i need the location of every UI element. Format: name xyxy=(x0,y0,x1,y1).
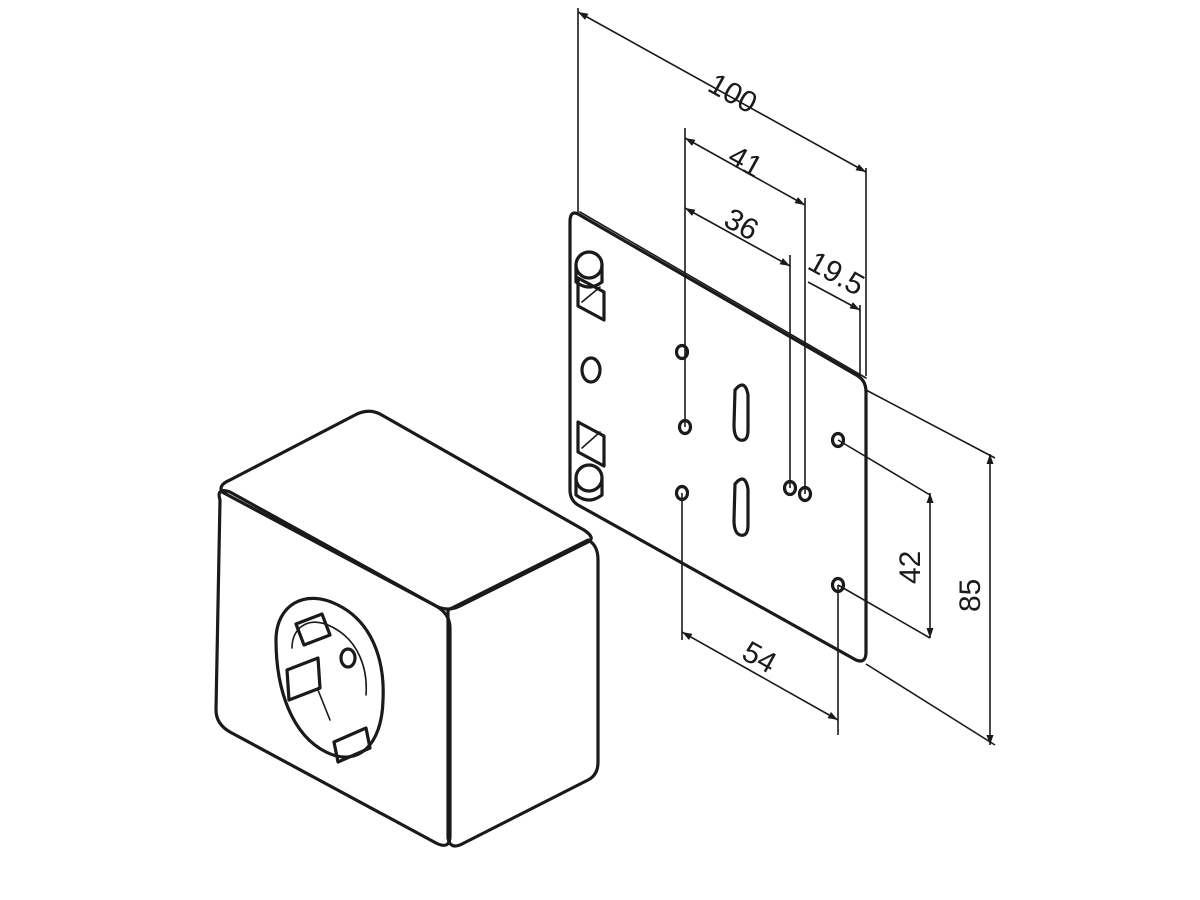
socket-outlet xyxy=(274,596,385,764)
socket-shadow-line xyxy=(317,689,331,721)
square-cutout-bottom xyxy=(576,420,606,468)
pin-top-icon xyxy=(574,250,604,280)
label-inner-hole-spacing: 36 xyxy=(719,202,764,247)
plate-left-features xyxy=(574,250,606,502)
dim-line-horizontal-hole-spacing xyxy=(681,631,839,721)
center-hole-left xyxy=(580,356,602,384)
box-top-face xyxy=(219,409,593,611)
socket-pin-hole xyxy=(339,647,357,669)
slot-lower xyxy=(732,477,750,537)
socket-earth-clip-left xyxy=(285,656,322,702)
dim-line-edge-offset xyxy=(807,281,861,311)
socket-box xyxy=(214,409,600,848)
dimension-lines xyxy=(577,8,996,746)
label-outer-hole-spacing: 41 xyxy=(723,139,768,184)
ext-plate-bottom-right xyxy=(865,663,996,746)
hole-f xyxy=(830,431,846,449)
dim-line-outer-hole-spacing xyxy=(684,137,806,206)
ext-hole-f-right xyxy=(837,439,931,496)
label-vertical-hole-spacing: 42 xyxy=(894,551,927,584)
mounting-holes xyxy=(674,343,846,594)
socket-earth-clip-top xyxy=(294,612,332,647)
mounting-plate xyxy=(568,211,868,663)
pin-bottom-body xyxy=(574,476,604,502)
ext-hole-g-right xyxy=(837,584,931,639)
slot-upper xyxy=(732,383,750,442)
square-cutout-top-inner xyxy=(581,286,601,303)
socket-recess-outer xyxy=(274,596,385,759)
label-edge-offset: 19.5 xyxy=(803,245,870,302)
square-cutout-bottom-inner xyxy=(581,431,601,449)
label-horizontal-hole-spacing: 54 xyxy=(737,635,782,680)
dim-line-inner-hole-spacing xyxy=(684,207,791,267)
label-plate-width: 100 xyxy=(703,67,763,120)
pin-bottom-icon xyxy=(574,463,604,493)
box-front-face xyxy=(214,489,452,847)
plate-outline xyxy=(568,211,868,663)
dim-line-plate-width xyxy=(577,11,867,173)
square-cutout-top xyxy=(576,276,606,322)
plate-edge xyxy=(579,211,867,379)
ext-plate-top-right xyxy=(865,389,996,459)
label-plate-height: 85 xyxy=(954,579,987,612)
box-side-face xyxy=(446,538,600,848)
hole-a xyxy=(674,343,690,361)
socket-earth-clip-bottom xyxy=(332,726,372,764)
pin-top-body xyxy=(574,263,604,289)
